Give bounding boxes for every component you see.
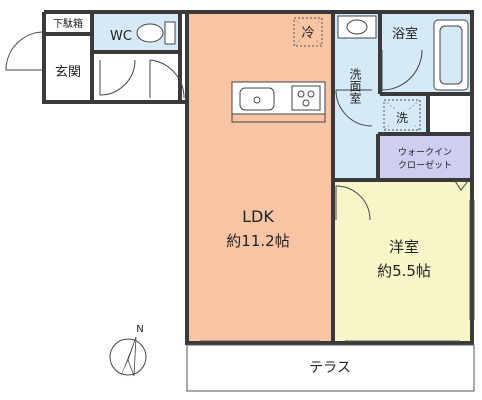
youshitsu-area: [333, 180, 472, 343]
entrance-door: [5, 31, 45, 71]
bathroom-door: [381, 49, 423, 91]
shoe-box-label: 下駄箱: [53, 17, 83, 30]
washroom-door: [335, 89, 373, 127]
youshitsu-door: [335, 185, 371, 221]
stove-icon: [297, 90, 315, 107]
closet-arrow-icon: [454, 180, 470, 191]
washbasin-icon: [337, 15, 377, 39]
ldk-label: LDK: [242, 207, 274, 226]
walk-in-closet-label-2: クローゼット: [398, 159, 452, 171]
genkan-label: 玄関: [55, 65, 81, 80]
bathtub-icon: [433, 19, 469, 91]
kitchen-counter: [231, 81, 326, 123]
fridge-space: [293, 17, 323, 47]
washer-label: 洗: [396, 111, 408, 125]
yokushitsu-label: 浴室: [392, 26, 418, 42]
washer-space: [383, 99, 421, 131]
wc-door: [99, 59, 136, 96]
terrace-label: テラス: [309, 360, 351, 376]
wc-label: WC: [110, 29, 132, 44]
washroom-area: [333, 12, 380, 180]
ldk-size-label: 約11.2帖: [226, 232, 289, 250]
walk-in-closet-area: [378, 134, 472, 180]
north-label: N: [136, 324, 143, 335]
youshitsu-size-label: 約5.5帖: [377, 262, 431, 280]
toilet-icon: [136, 21, 176, 45]
walk-in-closet-label-1: ウォークイン: [398, 147, 452, 158]
youshitsu-label: 洋室: [389, 238, 419, 256]
compass-icon: [109, 336, 147, 378]
senmenjo-label: 洗面室: [348, 68, 362, 104]
terrace-area: [186, 344, 475, 392]
fridge-label: 冷: [301, 26, 314, 41]
walls: [42, 10, 474, 345]
hall-door: [149, 59, 185, 99]
ldk-area: [187, 12, 333, 343]
